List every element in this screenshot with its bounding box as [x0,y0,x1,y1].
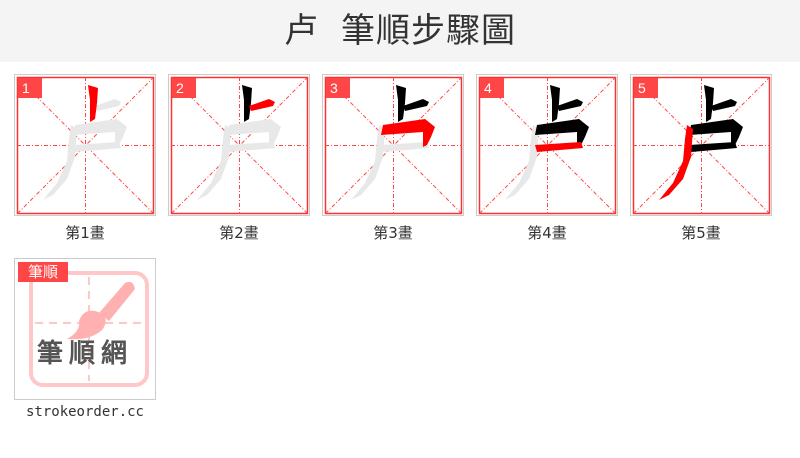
stroke-step-2: 2 [168,74,310,216]
step-caption: 第2畫 [219,224,259,242]
header-bar [0,0,800,62]
title-character: 卢 [284,11,319,51]
step-caption: 第5畫 [681,224,721,242]
step-number-badge: 2 [172,78,196,98]
stroke-step-5: 5 [630,74,772,216]
step-number-badge: 1 [18,78,42,98]
site-link[interactable]: strokeorder.cc [25,404,144,420]
step-caption: 第3畫 [373,224,413,242]
site-logo[interactable]: 筆順 筆順網 [14,258,156,400]
page-title: 卢筆順步驟圖 [0,0,800,62]
stroke-step-3: 3 [322,74,464,216]
step-number-badge: 3 [326,78,350,98]
brush-icon [29,271,149,387]
logo-text: 筆順網 [36,339,133,369]
step-caption: 第1畫 [65,224,105,242]
title-text: 筆順步驟圖 [341,11,516,51]
stroke-step-4: 4 [476,74,618,216]
step-number-badge: 4 [480,78,504,98]
stroke-step-1: 1 [14,74,156,216]
step-caption: 第4畫 [527,224,567,242]
step-number-badge: 5 [634,78,658,98]
logo-badge: 筆順 [18,262,68,282]
